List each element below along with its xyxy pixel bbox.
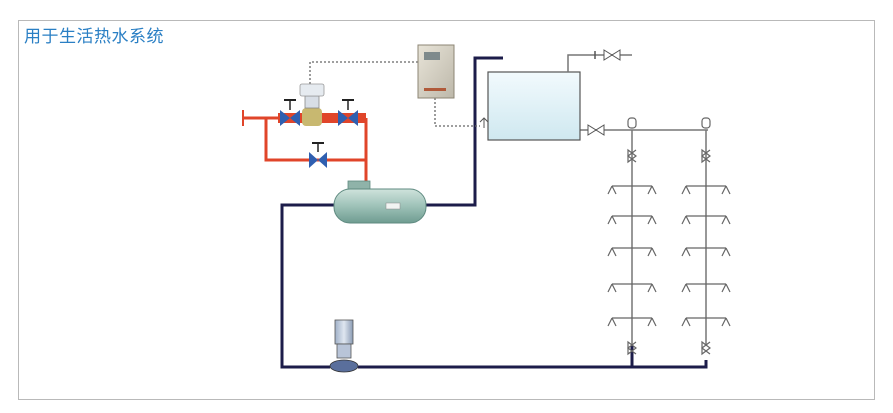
gate-valve-right-icon xyxy=(338,99,358,126)
makeup-water-inlet xyxy=(567,54,632,72)
inlet-valve-icon xyxy=(594,49,621,61)
control-valve-icon xyxy=(299,83,325,126)
branch-riser-right xyxy=(681,117,731,356)
circulation-pump-icon xyxy=(329,319,359,373)
circulation-pipe xyxy=(280,56,708,369)
steam-pipe xyxy=(243,116,368,185)
diagram-title: 用于生活热水系统 xyxy=(24,27,164,47)
control-cabinet-icon xyxy=(417,44,455,99)
water-tank-icon xyxy=(479,71,581,141)
gate-valve-left-icon xyxy=(280,99,300,126)
bypass-valve-icon xyxy=(309,142,327,168)
steam-valve-assembly xyxy=(278,83,366,168)
tank-outlet-valve-icon xyxy=(587,124,605,136)
heat-exchanger-icon xyxy=(333,180,427,224)
supply-pipe xyxy=(580,129,708,345)
branch-riser-left xyxy=(607,117,657,356)
